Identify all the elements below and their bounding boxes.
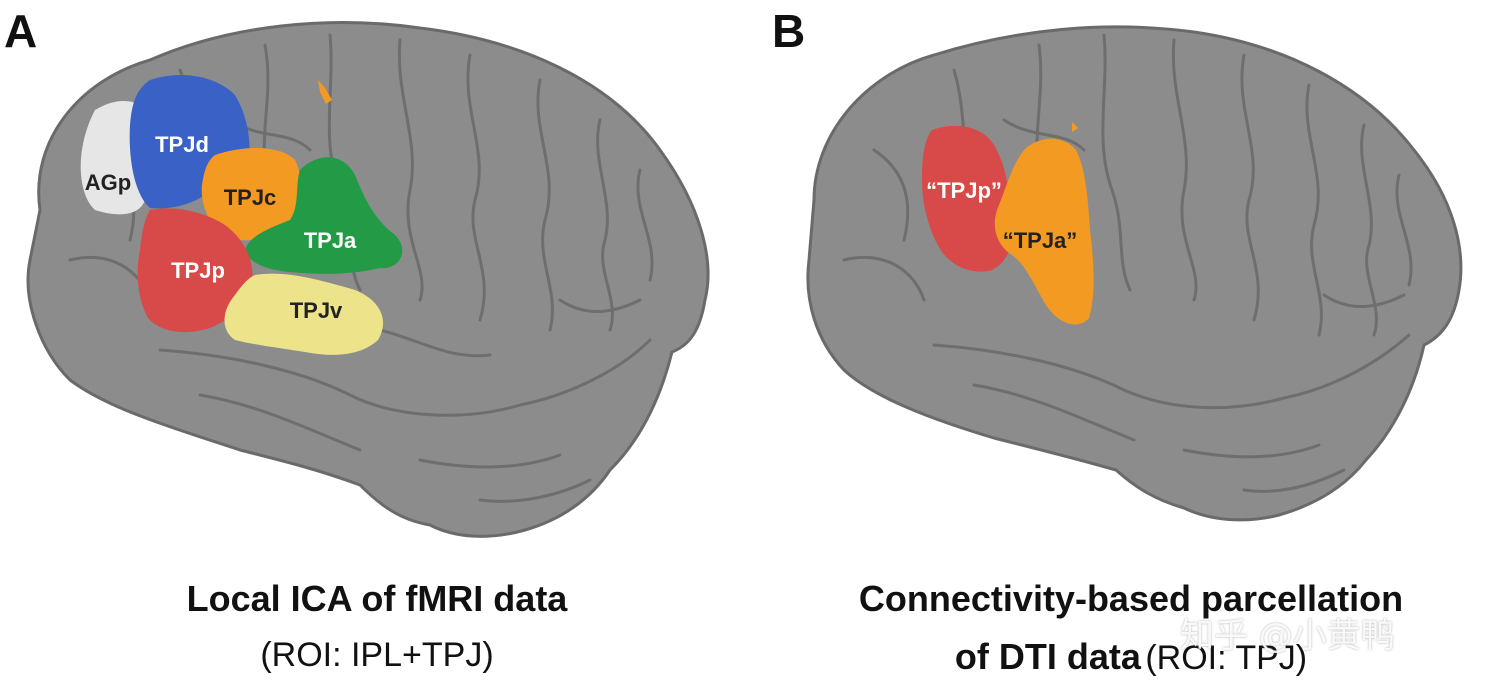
label-tpja-b: “TPJa” bbox=[1003, 228, 1078, 253]
region-small-orange-a bbox=[318, 80, 332, 104]
label-agp-a: AGp bbox=[85, 170, 131, 195]
brain-surface-a: TPJd AGp TPJc TPJa TPJp TPJv bbox=[26, 21, 710, 538]
region-tpjc-a bbox=[201, 148, 301, 241]
panel-b: B “TPJp” “TPJa” Connectivity-based parce bbox=[754, 0, 1508, 698]
label-tpjv-a: TPJv bbox=[290, 298, 343, 323]
watermark: 知乎 @小黄鸭 bbox=[1180, 616, 1395, 656]
label-tpjc-a: TPJc bbox=[224, 185, 277, 210]
caption-sub-b: of DTI data (ROI: TPJ) bbox=[754, 636, 1508, 678]
region-tpja-dot-b bbox=[1072, 122, 1078, 132]
label-tpjp-a: TPJp bbox=[171, 258, 225, 283]
brain-surface-b: “TPJp” “TPJa” bbox=[806, 25, 1463, 522]
region-tpjp-a bbox=[137, 208, 253, 333]
caption-main-a: Local ICA of fMRI data bbox=[186, 578, 568, 619]
sulci-b bbox=[842, 33, 1413, 493]
label-tpjd-a: TPJd bbox=[155, 132, 209, 157]
caption-sub-normal-b: (ROI: TPJ) bbox=[1145, 639, 1308, 677]
label-tpja-a: TPJa bbox=[304, 228, 357, 253]
region-tpjv-a bbox=[224, 273, 384, 355]
panel-letter-b: B bbox=[772, 5, 806, 57]
caption-sub-bold-b: of DTI data bbox=[954, 636, 1141, 677]
region-tpjp-b bbox=[922, 125, 1014, 272]
caption-sub-a: (ROI: IPL+TPJ) bbox=[260, 636, 494, 674]
region-tpja-a bbox=[245, 157, 403, 274]
caption-main-b: Connectivity-based parcellation bbox=[858, 578, 1404, 619]
panel-letter-a: A bbox=[4, 5, 38, 57]
panel-a: A T bbox=[4, 5, 710, 674]
region-tpja-b bbox=[994, 138, 1094, 325]
label-tpjp-b: “TPJp” bbox=[926, 178, 1002, 203]
